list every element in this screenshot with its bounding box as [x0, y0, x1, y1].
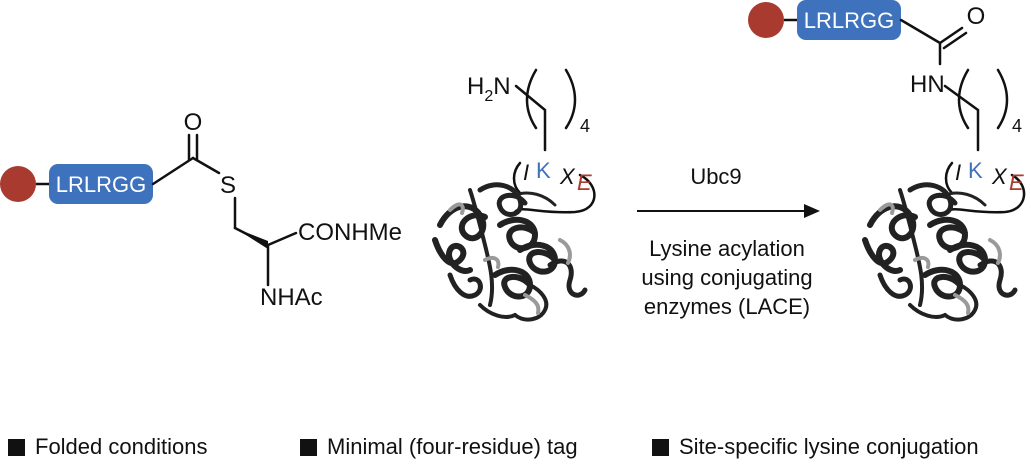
lrlrgg-tag-label: LRLRGG: [56, 172, 146, 197]
feature-item-site-specific: Site-specific lysine conjugation: [652, 434, 979, 460]
product-motif-x: X: [991, 164, 1008, 189]
product-lrlrgg-tag: [797, 0, 901, 40]
stereo-wedge: [235, 228, 268, 249]
reaction-arrow-group: Ubc9 Lysine acylation using conjugating …: [637, 164, 820, 319]
product-amide-nh: HN: [910, 71, 945, 98]
lace-scheme: LRLRGG O S CONHMe NHAc H2N 4: [0, 0, 1026, 430]
carbonyl-oxygen: O: [184, 109, 203, 136]
product-cargo-ball-icon: [748, 2, 784, 38]
feature-label: Site-specific lysine conjugation: [679, 434, 979, 459]
motif-psi: I: [523, 160, 529, 185]
product-motif-glutamate: E: [1009, 170, 1024, 195]
feature-item-folded: Folded conditions: [8, 434, 207, 460]
product-carbonyl-oxygen: O: [967, 3, 986, 30]
motif-x: X: [559, 164, 576, 189]
feature-item-minimal-tag: Minimal (four-residue) tag: [300, 434, 578, 460]
cargo-ball-icon: [0, 166, 36, 202]
nhac-group: NHAc: [260, 284, 323, 311]
arrow-head-icon: [804, 204, 820, 218]
enzyme-label: Ubc9: [690, 164, 741, 189]
product-motif-psi: I: [955, 160, 961, 185]
target-protein: H2N 4 I K X E: [435, 68, 596, 320]
methylene-repeat-count: 4: [580, 116, 590, 136]
protein-ribbon-left: [435, 185, 585, 320]
lrlrgg-tag: [49, 164, 153, 204]
protein-ribbon-right: [865, 185, 1015, 320]
thioester-substrate: LRLRGG O S CONHMe NHAc: [0, 109, 402, 311]
product-motif-lysine: K: [968, 158, 983, 183]
feature-label: Folded conditions: [35, 434, 208, 459]
conjugated-product: LRLRGG O HN 4 I K X E: [748, 0, 1026, 320]
amide-group: CONHMe: [298, 219, 402, 246]
feature-list: Folded conditions Minimal (four-residue)…: [0, 428, 1031, 464]
product-repeat-count: 4: [1012, 116, 1022, 136]
product-tag-label: LRLRGG: [804, 8, 894, 33]
reaction-desc-line2: using conjugating: [641, 265, 812, 290]
motif-glutamate: E: [577, 170, 592, 195]
bullet-square-icon: [8, 438, 25, 456]
reaction-desc-line3: enzymes (LACE): [644, 294, 810, 319]
reaction-desc-line1: Lysine acylation: [649, 236, 805, 261]
motif-lysine: K: [536, 158, 551, 183]
amine-group: H2N: [467, 73, 511, 105]
bullet-square-icon: [300, 438, 317, 456]
bullet-square-icon: [652, 438, 669, 456]
feature-label: Minimal (four-residue) tag: [327, 434, 578, 459]
sulfur-atom: S: [220, 172, 236, 199]
